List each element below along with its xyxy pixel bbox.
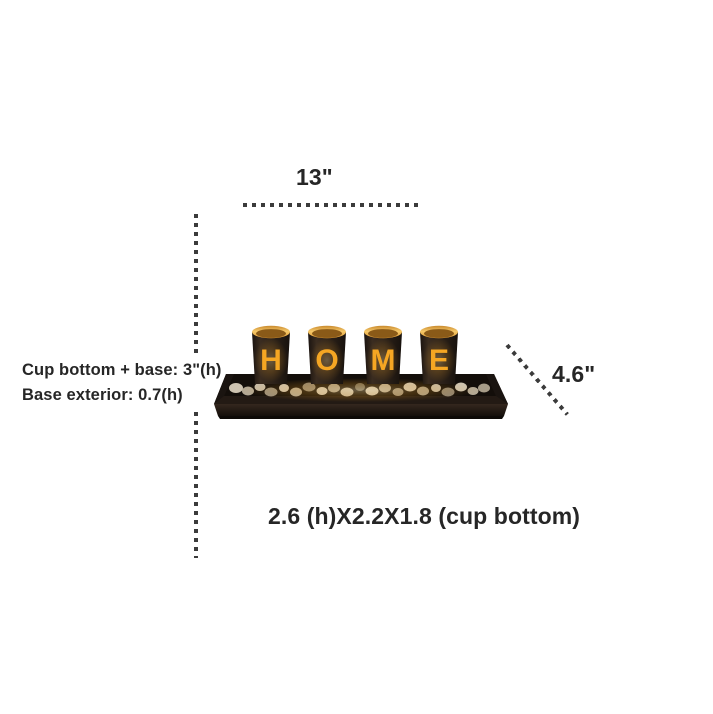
cup-bottom-plus-base-label: Cup bottom + base: 3"(h) bbox=[22, 361, 222, 379]
height-dimension-line-upper bbox=[194, 214, 198, 356]
candle-holder-illustration: H O M bbox=[214, 325, 508, 419]
cup-letter-o: O bbox=[315, 344, 338, 377]
tray-bottom-edge bbox=[218, 416, 504, 419]
cup-letter-h: H bbox=[260, 344, 282, 377]
tray-front-face bbox=[214, 404, 508, 416]
height-dimension-line-lower bbox=[194, 412, 198, 558]
cup-letter-m: M bbox=[371, 344, 396, 377]
tray-right-bevel bbox=[486, 374, 508, 404]
depth-dimension-label: 4.6" bbox=[552, 361, 596, 387]
tray-left-bevel bbox=[214, 374, 234, 404]
candle-cup-h: H bbox=[252, 325, 290, 384]
candle-cup-o: O bbox=[308, 325, 346, 384]
product-photo: H O M bbox=[212, 312, 508, 422]
width-dimension-line bbox=[243, 203, 419, 207]
candle-cup-m: M bbox=[364, 325, 402, 384]
candle-cup-e: E bbox=[420, 325, 458, 384]
base-exterior-label: Base exterior: 0.7(h) bbox=[22, 386, 183, 404]
cup-letter-e: E bbox=[429, 344, 449, 377]
width-dimension-label: 13" bbox=[296, 164, 333, 190]
cup-bottom-dimensions-label: 2.6 (h)X2.2X1.8 (cup bottom) bbox=[268, 503, 581, 529]
